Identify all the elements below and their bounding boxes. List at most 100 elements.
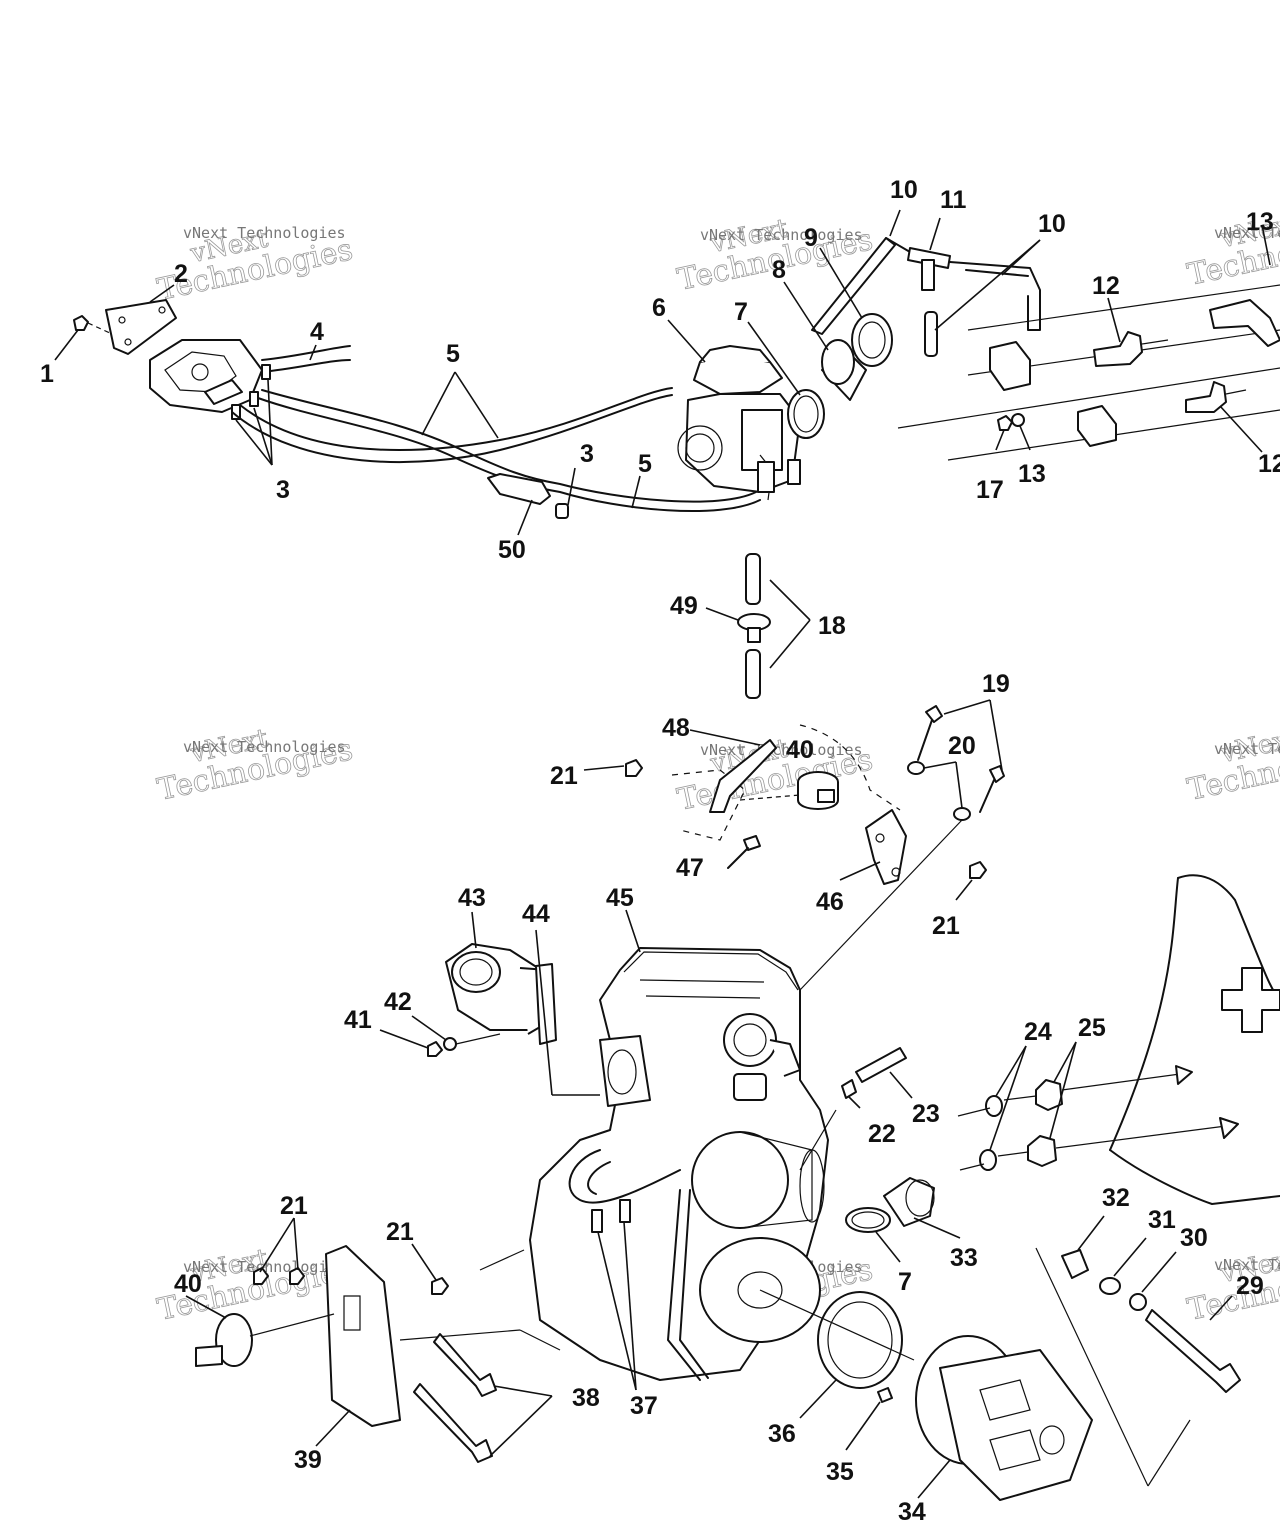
callout-5: 5 bbox=[446, 340, 460, 368]
callout-2: 2 bbox=[174, 260, 188, 288]
callout-49: 49 bbox=[670, 592, 698, 620]
coupler-part-33 bbox=[883, 1177, 935, 1227]
tee-fitting-part-11 bbox=[907, 247, 951, 269]
callout-12: 12 bbox=[1258, 450, 1280, 478]
engine-group bbox=[185, 874, 1280, 1501]
callout-29: 29 bbox=[1236, 1272, 1264, 1300]
screw-part-47 bbox=[743, 835, 761, 851]
isolator-part-40 bbox=[215, 1313, 253, 1367]
callout-23: 23 bbox=[912, 1100, 940, 1128]
vent-hose-part-4 bbox=[261, 359, 351, 373]
callout-19: 19 bbox=[982, 670, 1010, 698]
bolt-part-38 bbox=[433, 1333, 497, 1397]
watermark-small: vNext Technologies bbox=[1214, 740, 1280, 758]
washer-part-30 bbox=[1129, 1293, 1147, 1311]
watermark-small: vNext Technologies bbox=[183, 1258, 346, 1276]
callout-46: 46 bbox=[816, 888, 844, 916]
fuel-pump bbox=[149, 339, 263, 413]
callout-25: 25 bbox=[1078, 1014, 1106, 1042]
callout-10: 10 bbox=[890, 176, 918, 204]
callout-3: 3 bbox=[276, 476, 290, 504]
mounting-plate-part-2 bbox=[105, 299, 177, 355]
callout-42: 42 bbox=[384, 988, 412, 1016]
pin-part-22 bbox=[841, 1079, 857, 1099]
spacer-part-32 bbox=[1061, 1249, 1089, 1279]
callout-labels: 1 2 3 3 4 5 5 6 7 7 8 9 10 10 11 12 12 1… bbox=[40, 176, 1280, 1526]
watermark-small: vNext Technologies bbox=[700, 741, 863, 759]
callout-13: 13 bbox=[1246, 208, 1274, 236]
callout-43: 43 bbox=[458, 884, 486, 912]
callout-18: 18 bbox=[818, 612, 846, 640]
callout-5: 5 bbox=[638, 450, 652, 478]
callout-17: 17 bbox=[976, 476, 1004, 504]
callout-40: 40 bbox=[786, 736, 814, 764]
callout-21: 21 bbox=[932, 912, 960, 940]
bolt-part-29 bbox=[1145, 1309, 1241, 1393]
chassis-plate bbox=[1177, 874, 1280, 1001]
callout-21: 21 bbox=[280, 1192, 308, 1220]
roll-pin-part-23 bbox=[855, 1047, 907, 1083]
callout-31: 31 bbox=[1148, 1206, 1176, 1234]
callout-22: 22 bbox=[868, 1120, 896, 1148]
nut-part-17 bbox=[997, 415, 1013, 431]
fuel-line-part-5 bbox=[231, 394, 673, 464]
callout-3: 3 bbox=[580, 440, 594, 468]
callout-1: 1 bbox=[40, 360, 54, 388]
screw-part-35 bbox=[877, 1387, 893, 1403]
callout-35: 35 bbox=[826, 1458, 854, 1486]
callout-11: 11 bbox=[940, 186, 967, 214]
gasket-part-36 bbox=[817, 1291, 903, 1389]
callout-45: 45 bbox=[606, 884, 634, 912]
washer-part-13 bbox=[1011, 413, 1025, 427]
vent-tube-part-10 bbox=[811, 237, 896, 335]
callout-24: 24 bbox=[1024, 1018, 1052, 1046]
bracket-group bbox=[583, 699, 1005, 991]
washer-part-20 bbox=[907, 761, 925, 775]
callout-37: 37 bbox=[630, 1392, 658, 1420]
watermark-small: vNext Technologies bbox=[183, 738, 346, 756]
callout-32: 32 bbox=[1102, 1184, 1130, 1212]
cable-bracket-part-48 bbox=[709, 739, 777, 813]
callout-12: 12 bbox=[1092, 272, 1120, 300]
callout-48: 48 bbox=[662, 714, 690, 742]
callout-10: 10 bbox=[1038, 210, 1066, 238]
isolator-part-25 bbox=[1035, 1079, 1063, 1111]
callout-47: 47 bbox=[676, 854, 704, 882]
callout-7: 7 bbox=[898, 1268, 912, 1296]
isolator-mount-part-12 bbox=[1093, 331, 1143, 367]
callout-7: 7 bbox=[734, 298, 748, 326]
callout-40: 40 bbox=[174, 1270, 202, 1298]
bracket-plate-part-46 bbox=[865, 809, 907, 885]
drive-clutch-part-34 bbox=[915, 1335, 1093, 1501]
callout-34: 34 bbox=[898, 1498, 926, 1526]
callout-36: 36 bbox=[768, 1420, 796, 1448]
engine-bracket-part-39 bbox=[325, 1245, 401, 1427]
bolt-part-19 bbox=[925, 705, 943, 723]
callout-6: 6 bbox=[652, 294, 666, 322]
washer-part-31 bbox=[1099, 1277, 1121, 1295]
callout-20: 20 bbox=[948, 732, 976, 760]
drain-tube-part-18 bbox=[745, 553, 761, 605]
washer-part-24 bbox=[985, 1095, 1003, 1117]
callout-44: 44 bbox=[522, 900, 550, 928]
carburetor-part-6 bbox=[677, 345, 801, 501]
callout-33: 33 bbox=[950, 1244, 978, 1272]
clamp-part-9 bbox=[851, 313, 893, 367]
nut-part-1 bbox=[73, 315, 89, 331]
watermark-small: vNext Technologies bbox=[700, 226, 863, 244]
fuel-system-group bbox=[54, 209, 1280, 699]
callout-21: 21 bbox=[386, 1218, 414, 1246]
nut-part-21 bbox=[625, 759, 643, 777]
callout-4: 4 bbox=[310, 318, 324, 346]
callout-50: 50 bbox=[498, 536, 526, 564]
callout-39: 39 bbox=[294, 1446, 322, 1474]
callout-9: 9 bbox=[804, 224, 818, 252]
fuel-filter-part-50 bbox=[487, 473, 551, 505]
callout-13: 13 bbox=[1018, 460, 1046, 488]
callout-41: 41 bbox=[344, 1006, 372, 1034]
nut-part-41 bbox=[427, 1041, 443, 1057]
callout-21: 21 bbox=[550, 762, 578, 790]
callout-30: 30 bbox=[1180, 1224, 1208, 1252]
callout-38: 38 bbox=[572, 1384, 600, 1412]
